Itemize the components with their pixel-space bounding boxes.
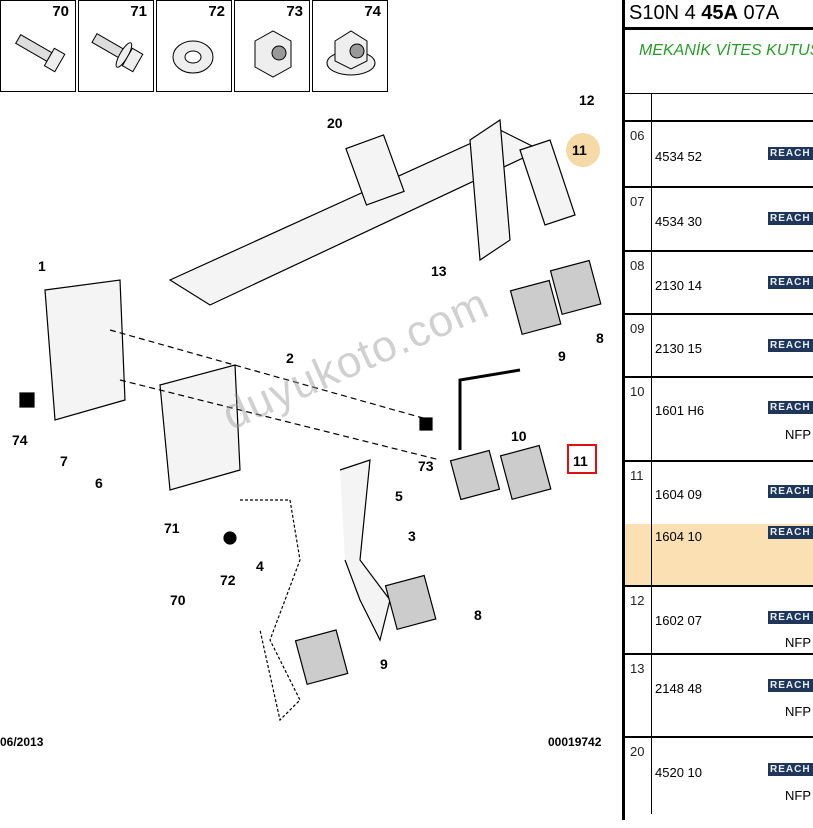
callout-7[interactable]: 7: [60, 453, 68, 469]
part-box-71[interactable]: 71: [78, 0, 154, 92]
selected-part-box[interactable]: [567, 444, 597, 474]
callout-10[interactable]: 10: [511, 428, 527, 444]
parts-diagram: 70 71 72 73 74 12 20 11 13 1 2 8 9: [0, 0, 604, 749]
callout-71[interactable]: 71: [164, 520, 180, 536]
callout-3[interactable]: 3: [408, 528, 416, 544]
callout-9-upper[interactable]: 9: [558, 348, 566, 364]
flange-nut-icon: [326, 30, 376, 76]
pedal-pad-8-lower: [384, 574, 437, 631]
pedal-pad-8-upper: [549, 259, 602, 316]
table-row-partial[interactable]: [625, 94, 813, 122]
callout-8-lower[interactable]: 8: [474, 607, 482, 623]
reach-badge: REACH: [768, 276, 813, 289]
pedal-pad-9-upper: [509, 279, 562, 336]
pedal-pad-10: [449, 449, 501, 501]
callout-6[interactable]: 6: [95, 475, 103, 491]
part-box-70[interactable]: 70: [0, 0, 76, 92]
bolt-icon: [15, 33, 66, 73]
callout-72[interactable]: 72: [220, 572, 236, 588]
reach-badge: REACH: [768, 339, 813, 352]
selected-ref: 1604 10: [655, 529, 702, 544]
diagram-date: 06/2013: [0, 735, 44, 749]
bracket-20: [345, 134, 405, 206]
diagram-ref: 00019742: [548, 735, 602, 749]
highlight-circle: [566, 133, 600, 167]
callout-73[interactable]: 73: [418, 458, 434, 474]
callout-4[interactable]: 4: [256, 558, 264, 574]
callout-2[interactable]: 2: [286, 350, 294, 366]
reach-badge: REACH: [768, 526, 813, 539]
bracket-1: [44, 279, 126, 421]
reach-badge: REACH: [768, 763, 813, 776]
callout-12[interactable]: 12: [579, 92, 595, 108]
callout-70[interactable]: 70: [170, 592, 186, 608]
reach-badge: REACH: [768, 401, 813, 414]
bolt-washer-icon: [91, 32, 144, 73]
callout-11-box[interactable]: 11: [573, 453, 588, 469]
callout-8-upper[interactable]: 8: [596, 330, 604, 346]
reach-badge: REACH: [768, 679, 813, 692]
part-box-74[interactable]: 74: [312, 0, 388, 92]
reach-badge: REACH: [768, 485, 813, 498]
part-box-72[interactable]: 72: [156, 0, 232, 92]
callout-20[interactable]: 20: [327, 115, 343, 131]
nut-icon: [254, 30, 292, 78]
panel-title: S10N 4 45A 07A: [625, 0, 813, 30]
pedal-assembly-drawing: [19, 118, 602, 722]
washer-icon: [172, 40, 214, 74]
bracket-2: [159, 364, 241, 491]
part-box-73[interactable]: 73: [234, 0, 310, 92]
callout-5[interactable]: 5: [395, 488, 403, 504]
reach-badge: REACH: [768, 212, 813, 225]
reach-badge: REACH: [768, 147, 813, 160]
pedal-pad-9-lower: [294, 629, 349, 686]
pedal-arm-3: [339, 459, 391, 642]
reach-badge: REACH: [768, 611, 813, 624]
callout-1[interactable]: 1: [38, 258, 46, 274]
panel-subtitle: MEKANİK VİTES KUTUSU: [625, 30, 813, 94]
callout-74[interactable]: 74: [12, 432, 28, 448]
pedal-arm-upper: [469, 118, 511, 262]
callout-13[interactable]: 13: [431, 263, 447, 279]
callout-11-circle[interactable]: 11: [572, 142, 587, 158]
callout-9-lower[interactable]: 9: [380, 656, 388, 672]
